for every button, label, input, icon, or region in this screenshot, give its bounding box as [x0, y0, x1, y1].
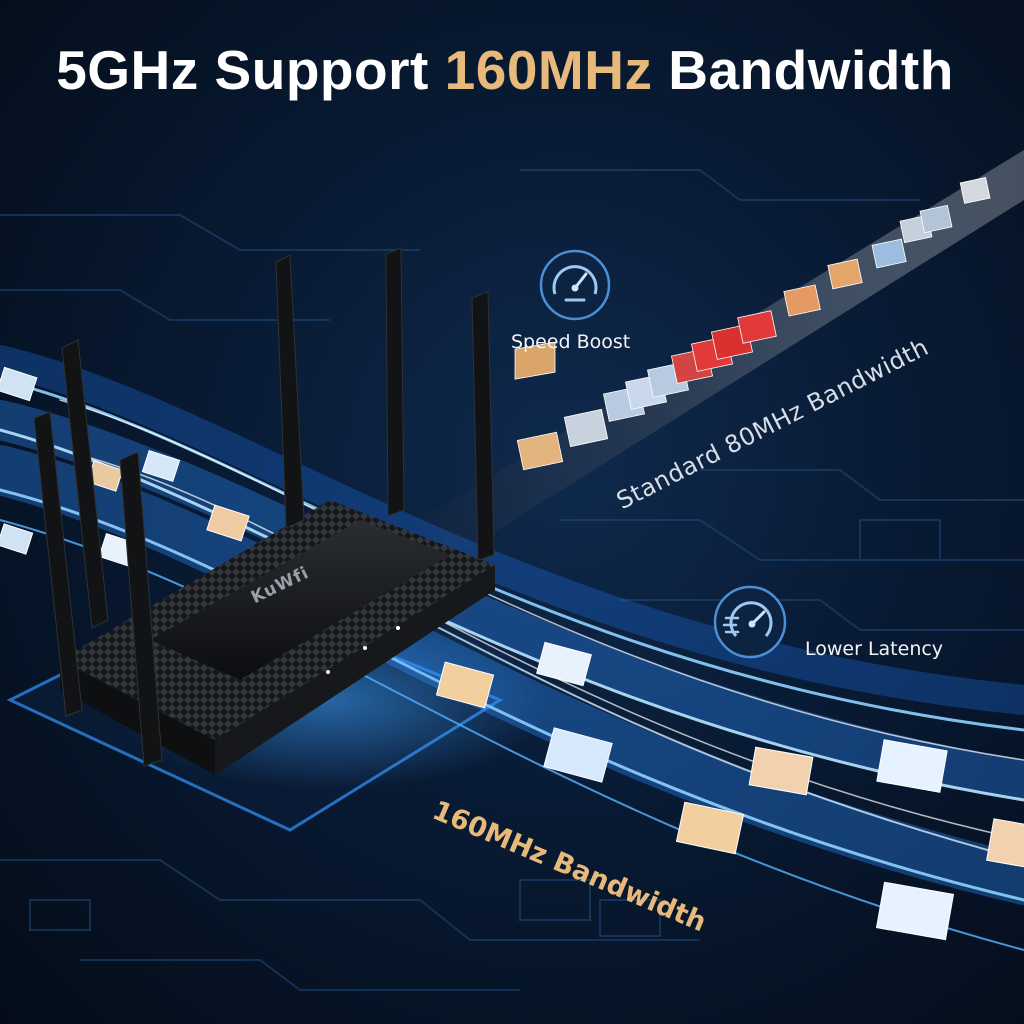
headline: 5GHz Support 160MHz Bandwidth [0, 38, 1010, 102]
headline-highlight: 160MHz [444, 39, 653, 101]
wide-lane-envelopes [0, 366, 1024, 941]
speedometer-icon [539, 249, 611, 321]
latency-gauge-icon [713, 585, 787, 659]
standard-lane-envelopes [514, 177, 991, 471]
headline-prefix: 5GHz Support [56, 39, 445, 101]
circuit-background [0, 169, 1024, 991]
router-antennas [33, 247, 495, 767]
headline-suffix: Bandwidth [652, 39, 954, 101]
router [60, 500, 495, 775]
lower-latency-label: Lower Latency [805, 638, 944, 660]
speed-boost-label: Speed Boost [511, 331, 631, 353]
